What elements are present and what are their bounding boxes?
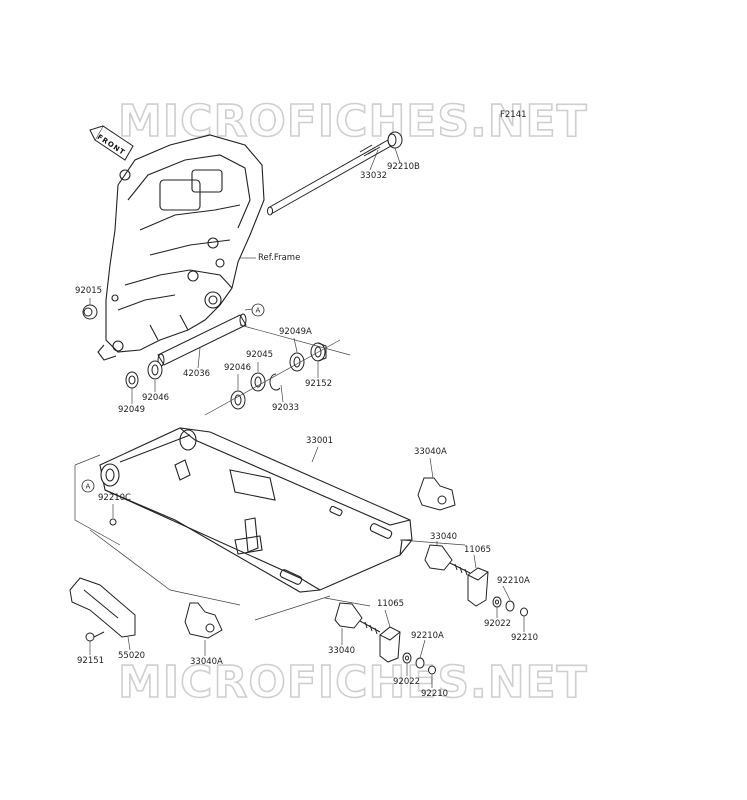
adjuster-plate-33040a-right	[417, 477, 456, 511]
front-arrow-icon	[89, 125, 134, 161]
diagram-code: F2141	[500, 110, 527, 120]
spacer-92210c	[109, 518, 117, 526]
part-label: 55020	[118, 651, 146, 661]
part-label: 92210A	[497, 576, 530, 586]
chain-slider-55020	[69, 577, 136, 638]
part-label: 92151	[77, 656, 105, 666]
bolt-92151	[85, 631, 105, 642]
adjuster-block-11065-right	[467, 567, 489, 607]
ref-frame-label: Ref.Frame	[258, 253, 301, 263]
part-label: 33040A	[190, 657, 223, 667]
washer-92022-left	[402, 652, 412, 664]
circlip-92033	[269, 373, 281, 391]
part-label: 92046	[224, 363, 252, 373]
part-label: 11065	[377, 599, 405, 609]
washer-92022-right	[492, 596, 502, 608]
part-label: 92210B	[387, 162, 420, 172]
adjuster-block-11065-left	[379, 626, 401, 663]
adjuster-33040-right	[424, 544, 471, 576]
nut-92210-right	[520, 607, 528, 617]
part-label: 92049A	[279, 327, 312, 337]
callout-a-bottom: A	[81, 479, 95, 493]
part-label: 92022	[393, 677, 421, 687]
part-label: 92022	[484, 619, 512, 629]
part-label: 11065	[464, 545, 492, 555]
part-label: 33040	[430, 532, 458, 542]
nut-92210a-left	[415, 657, 425, 669]
part-label: 33040	[328, 646, 356, 656]
bearing-92046-left	[147, 360, 163, 380]
bearing-92046-right	[230, 390, 246, 410]
svg-text:A: A	[86, 483, 91, 491]
part-label: 42036	[183, 369, 211, 379]
nut-92210-left	[428, 665, 436, 675]
part-label: 92210	[421, 689, 449, 699]
seal-92049a	[289, 352, 305, 372]
part-label: 92045	[246, 350, 274, 360]
part-label: 92046	[142, 393, 170, 403]
nut-92015	[82, 304, 98, 320]
part-label: 92210	[511, 633, 539, 643]
svg-text:A: A	[256, 307, 261, 315]
adjuster-plate-33040a-left	[184, 602, 223, 639]
part-label: 92210A	[411, 631, 444, 641]
part-label: 92015	[75, 286, 103, 296]
pivot-shaft	[267, 139, 392, 216]
callout-a-top: A	[251, 303, 265, 317]
part-label: 33032	[360, 171, 388, 181]
part-label: 33001	[306, 436, 334, 446]
part-label: 92152	[305, 379, 333, 389]
watermark-bottom: MICROFICHES.NET	[117, 656, 588, 709]
part-label: 33040A	[414, 447, 447, 457]
part-label: 92210C	[98, 493, 131, 503]
part-label: 92049	[118, 405, 146, 415]
swingarm	[99, 427, 413, 593]
nut-92210b	[387, 131, 403, 149]
adjuster-33040-left	[334, 602, 381, 635]
seal-92049	[125, 371, 139, 389]
frame-outline	[97, 134, 265, 361]
nut-92210a-right	[505, 600, 515, 612]
part-label: 92033	[272, 403, 300, 413]
